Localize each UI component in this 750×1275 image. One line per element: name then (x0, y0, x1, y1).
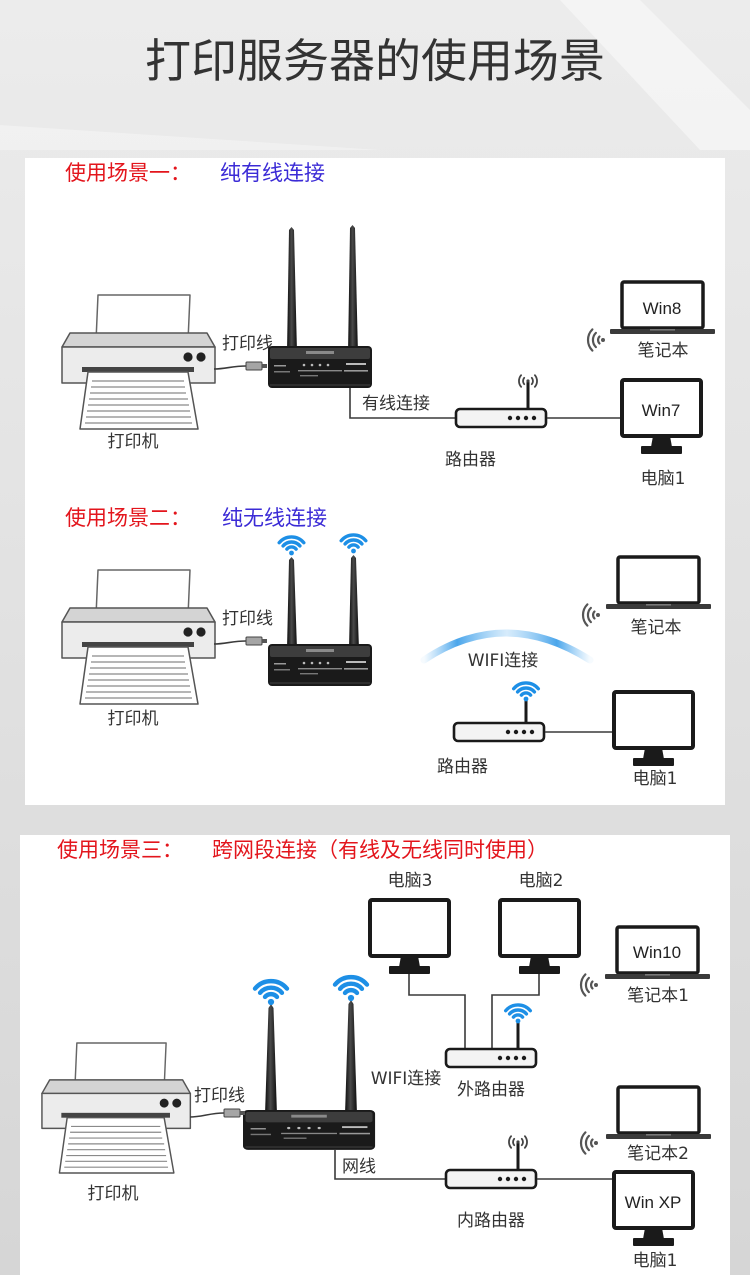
inner-router-antenna (516, 1143, 520, 1170)
laptop-label: 笔记本 (631, 618, 682, 638)
outer-router-icon (444, 1047, 538, 1069)
wifi-link-label: WIFI连接 (468, 651, 539, 671)
router-label: 路由器 (437, 757, 488, 777)
router-antenna (524, 700, 528, 723)
pc3-label: 电脑3 (388, 871, 433, 891)
printer-label: 打印机 (108, 432, 159, 452)
antenna-right (349, 555, 359, 650)
scene-3-mode: 跨网段连接（有线及无线同时使用） (212, 838, 548, 862)
pc-label: 电脑1 (641, 469, 686, 489)
print-cable (213, 640, 247, 645)
scene-2: 使用场景二： 纯无线连接 打印机 打印线 WIFI连接 路由器 电脑1 笔记本 (61, 506, 713, 789)
antenna-right (348, 225, 358, 355)
printer-label: 打印机 (88, 1184, 139, 1204)
inner-router-icon (444, 1168, 538, 1190)
page-title: 打印服务器的使用场景 (145, 34, 605, 88)
laptop2-icon (604, 1085, 713, 1141)
scene-1-label: 使用场景一： (65, 161, 191, 185)
print-server-icon (268, 346, 372, 388)
print-cable (213, 365, 247, 370)
background-swoosh (560, 0, 750, 150)
antenna-left (265, 1004, 277, 1115)
wifi-link-label: WIFI连接 (371, 1069, 442, 1089)
wired-link-label: 有线连接 (362, 394, 430, 414)
print-cable-label: 打印线 (222, 609, 273, 629)
pc1-os-label: Win XP (625, 1193, 682, 1212)
outer-router-antenna (516, 1022, 520, 1049)
background-swoosh-left (0, 125, 380, 150)
print-cable-label: 打印线 (222, 334, 273, 354)
router-antenna (526, 382, 530, 409)
scene-2-mode: 纯无线连接 (222, 506, 327, 530)
pc3-router-line (408, 974, 466, 1048)
scene-3-label: 使用场景三： (57, 838, 183, 862)
printer-label: 打印机 (108, 709, 159, 729)
print-cable-label: 打印线 (194, 1086, 245, 1106)
antenna-right (345, 1000, 357, 1115)
laptop1-os-label: Win10 (633, 943, 681, 962)
router-label: 路由器 (445, 450, 496, 470)
scene-3: 使用场景三： 跨网段连接（有线及无线同时使用） 电脑3 电脑2 Win10 笔记… (41, 838, 713, 1271)
print-server-icon (243, 1110, 376, 1150)
lan-cable-label: 网线 (342, 1157, 376, 1177)
inner-router-label: 内路由器 (457, 1211, 525, 1231)
laptop-label: 笔记本 (638, 341, 689, 361)
laptop-icon (604, 555, 713, 611)
scene-1-mode: 纯有线连接 (220, 161, 325, 185)
laptop-os-label: Win8 (643, 299, 682, 318)
wired-connection-line (349, 388, 455, 419)
pc-os-label: Win7 (642, 401, 681, 420)
router-icon (452, 721, 546, 743)
pc2-label: 电脑2 (519, 871, 564, 891)
pc2-router-line (491, 974, 540, 1048)
scene-2-label: 使用场景二： (65, 506, 191, 530)
scene-1: 使用场景一： 纯有线连接 打印机 打印线 有线连接 路由器 Win7 电脑1 W… (61, 161, 717, 489)
laptop2-label: 笔记本2 (627, 1144, 689, 1164)
antenna-left (287, 227, 297, 353)
lan-cable-line (334, 1150, 445, 1180)
print-cable (189, 1112, 225, 1118)
router-icon (454, 407, 548, 429)
laptop1-label: 笔记本1 (627, 986, 689, 1006)
pc-label: 电脑1 (633, 769, 678, 789)
print-server-icon (268, 644, 372, 686)
outer-router-label: 外路由器 (457, 1080, 525, 1100)
pc1-label: 电脑1 (633, 1251, 678, 1271)
wifi-signal-arc (420, 629, 594, 664)
antenna-left (287, 557, 297, 650)
